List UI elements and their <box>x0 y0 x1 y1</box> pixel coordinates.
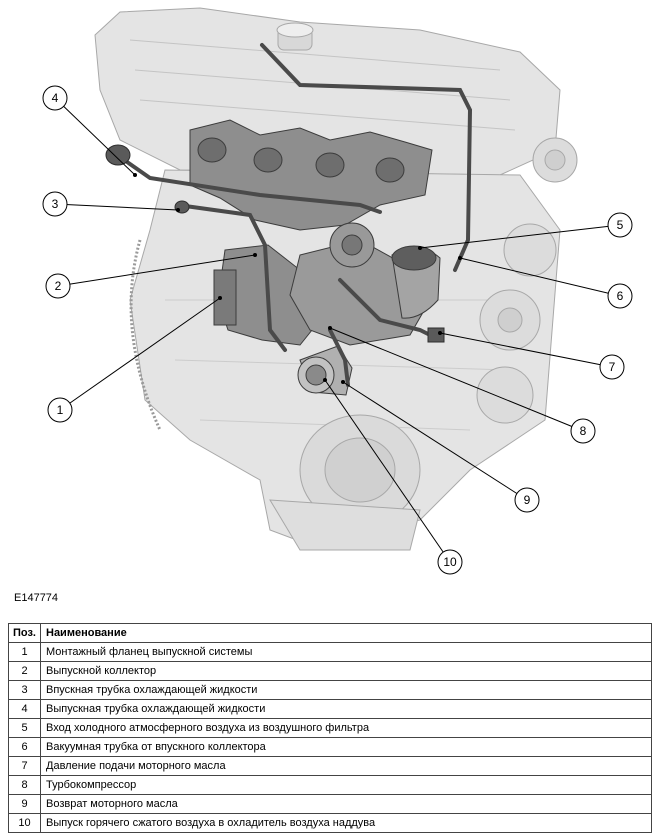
row-pos: 6 <box>8 737 41 757</box>
row-pos: 5 <box>8 718 41 738</box>
row-pos: 4 <box>8 699 41 719</box>
svg-text:5: 5 <box>617 218 624 232</box>
callout-2: 2 <box>45 273 71 299</box>
callout-4: 4 <box>42 85 68 111</box>
parts-table: Поз. Наименование 1 Монтажный фланец вып… <box>8 623 652 833</box>
table-row: 10 Выпуск горячего сжатого воздуха в охл… <box>8 813 652 833</box>
column-header-pos: Поз. <box>8 623 41 643</box>
leader-lines <box>54 97 621 563</box>
svg-text:2: 2 <box>55 279 62 293</box>
callout-5: 5 <box>607 212 633 238</box>
row-pos: 3 <box>8 680 41 700</box>
row-pos: 1 <box>8 642 41 662</box>
row-name: Впускная трубка охлаждающей жидкости <box>40 680 652 700</box>
svg-text:1: 1 <box>57 403 64 417</box>
table-row: 7 Давление подачи моторного масла <box>8 756 652 776</box>
callout-1: 1 <box>47 397 73 423</box>
table-row: 1 Монтажный фланец выпускной системы <box>8 642 652 662</box>
svg-text:7: 7 <box>609 360 616 374</box>
row-name: Вакуумная трубка от впускного коллектора <box>40 737 652 757</box>
table-header-row: Поз. Наименование <box>8 623 652 643</box>
table-row: 6 Вакуумная трубка от впускного коллекто… <box>8 737 652 757</box>
svg-text:4: 4 <box>52 91 59 105</box>
row-pos: 7 <box>8 756 41 776</box>
callout-7: 7 <box>599 354 625 380</box>
row-name: Выпуск горячего сжатого воздуха в охлади… <box>40 813 652 833</box>
column-header-name: Наименование <box>40 623 652 643</box>
table-row: 2 Выпускной коллектор <box>8 661 652 681</box>
figure-code: E147774 <box>14 592 59 604</box>
svg-text:8: 8 <box>580 424 587 438</box>
row-pos: 2 <box>8 661 41 681</box>
row-pos: 8 <box>8 775 41 795</box>
row-name: Выпускной коллектор <box>40 661 652 681</box>
callout-8: 8 <box>570 418 596 444</box>
row-name: Выпускная трубка охлаждающей жидкости <box>40 699 652 719</box>
table-row: 4 Выпускная трубка охлаждающей жидкости <box>8 699 652 719</box>
row-name: Вход холодного атмосферного воздуха из в… <box>40 718 652 738</box>
table-row: 3 Впускная трубка охлаждающей жидкости <box>8 680 652 700</box>
callout-3: 3 <box>42 191 68 217</box>
table-row: 8 Турбокомпрессор <box>8 775 652 795</box>
turbo-components <box>189 119 441 396</box>
row-name: Монтажный фланец выпускной системы <box>40 642 652 662</box>
svg-text:9: 9 <box>524 493 531 507</box>
callout-10: 10 <box>437 549 463 575</box>
callout-6: 6 <box>607 283 633 309</box>
table-row: 9 Возврат моторного масла <box>8 794 652 814</box>
callout-9: 9 <box>514 487 540 513</box>
row-name: Турбокомпрессор <box>40 775 652 795</box>
table-row: 5 Вход холодного атмосферного воздуха из… <box>8 718 652 738</box>
pipes <box>108 43 473 387</box>
row-name: Давление подачи моторного масла <box>40 756 652 776</box>
row-pos: 10 <box>8 813 41 833</box>
engine-diagram: 1 2 3 4 5 6 7 8 9 10 <box>42 7 633 575</box>
row-pos: 9 <box>8 794 41 814</box>
svg-text:3: 3 <box>52 197 59 211</box>
row-name: Возврат моторного масла <box>40 794 652 814</box>
svg-text:10: 10 <box>443 555 457 569</box>
svg-text:6: 6 <box>617 289 624 303</box>
